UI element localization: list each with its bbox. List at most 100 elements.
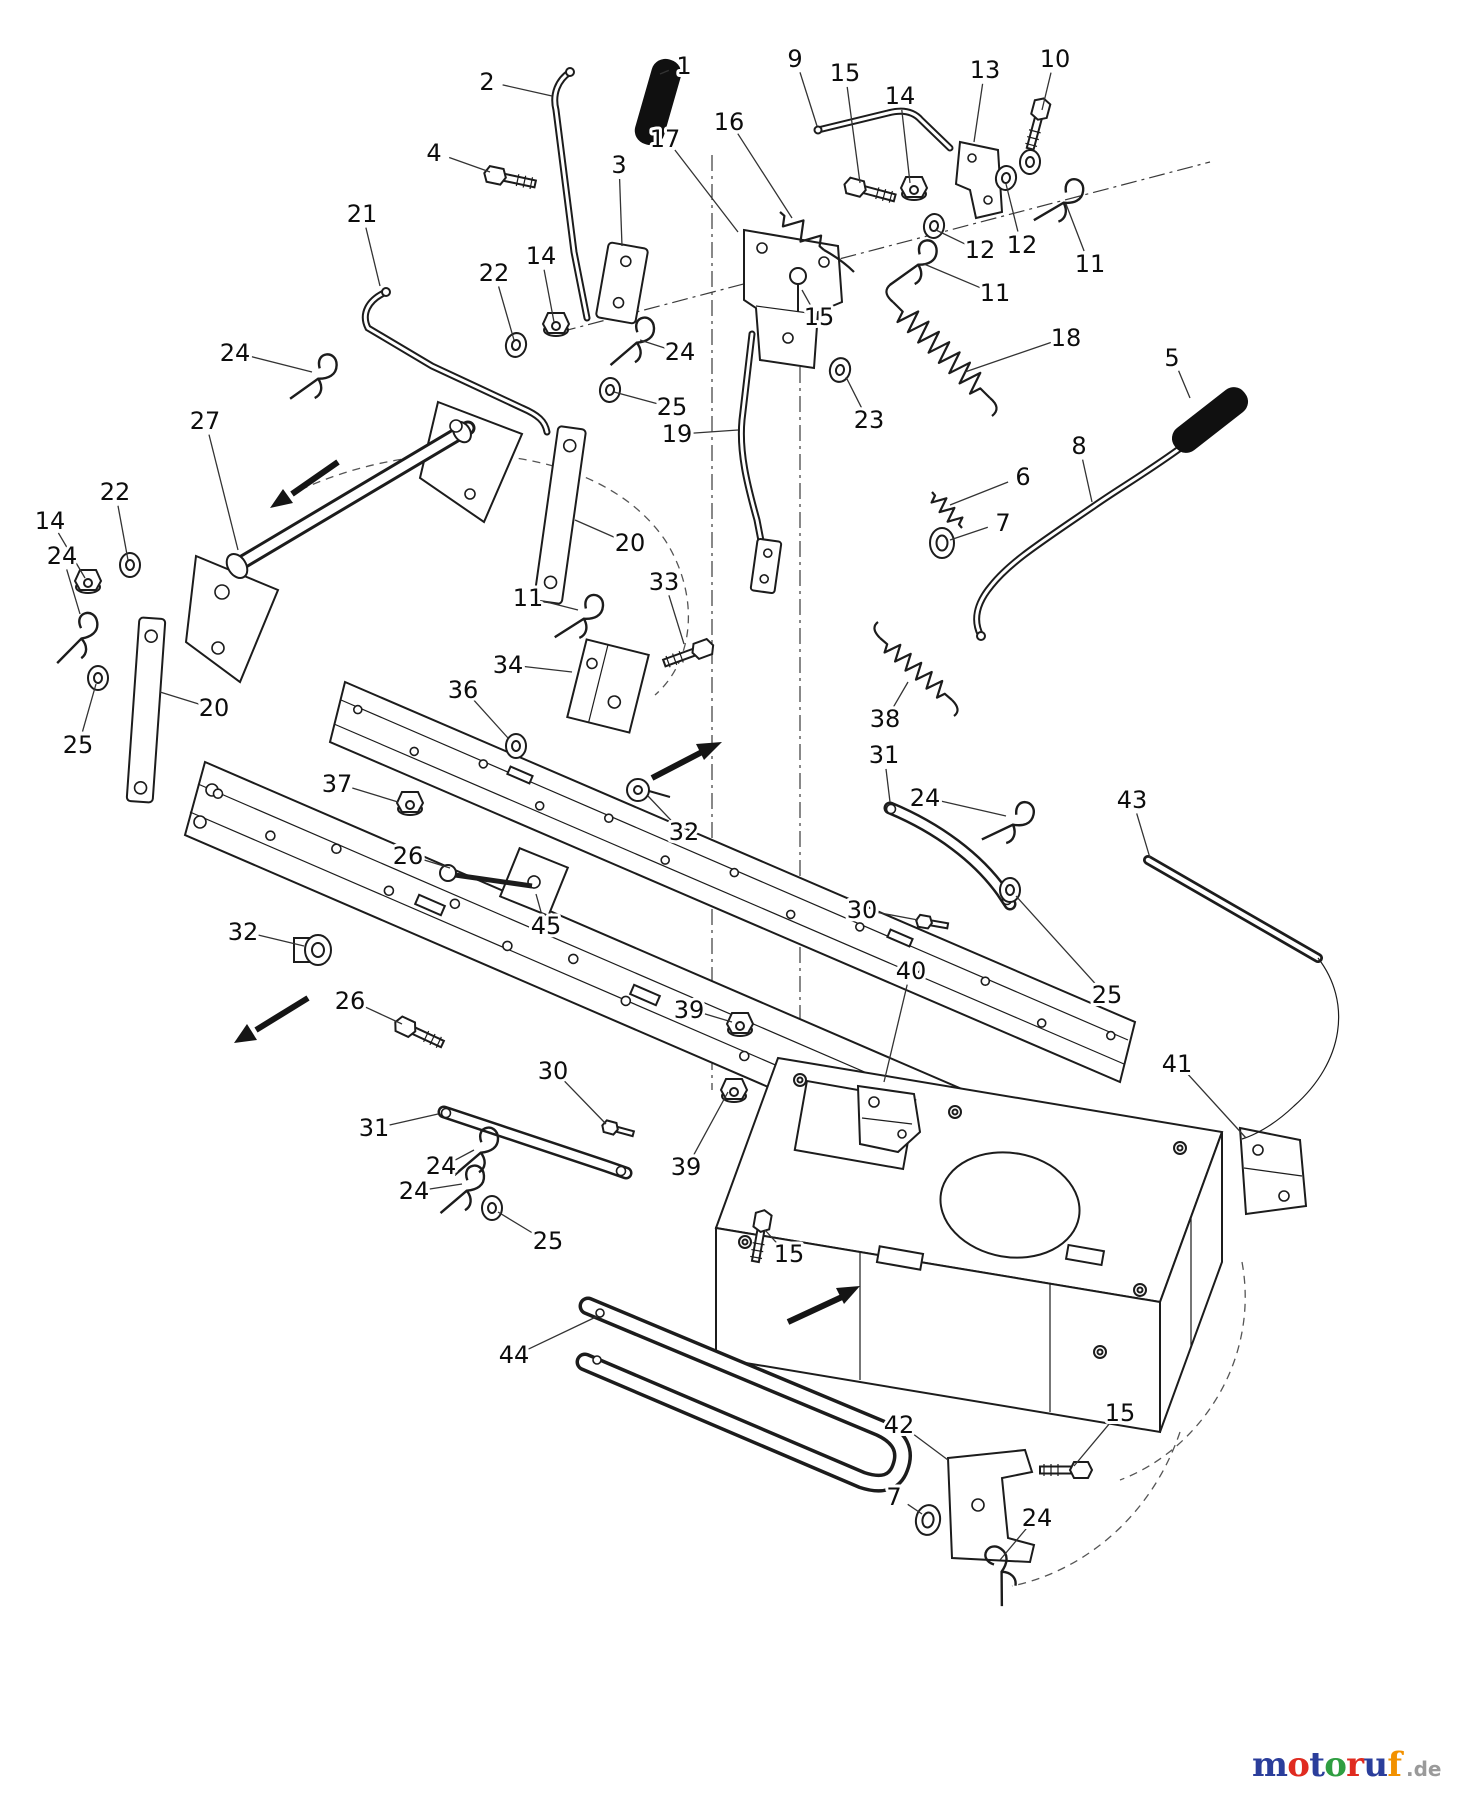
callout-leader-line [737, 133, 793, 219]
part-callout-24: 24 [399, 1177, 430, 1205]
part-callout-15: 15 [774, 1240, 805, 1268]
part-callout-39: 39 [671, 1153, 702, 1181]
callout-leader-line [497, 286, 515, 341]
callout-leader-line [1187, 1073, 1247, 1139]
rod-9 [813, 107, 954, 152]
callout-leader-line [693, 1091, 729, 1156]
part-callout-18: 18 [1051, 324, 1082, 352]
part-callout-11: 11 [513, 584, 544, 612]
part-callout-20: 20 [199, 694, 230, 722]
part-callout-27: 27 [190, 407, 221, 435]
callout-leader-line [423, 859, 451, 869]
hex-bolt-33 [660, 636, 717, 672]
part-callout-24: 24 [47, 542, 78, 570]
callout-leader-line [1015, 895, 1097, 986]
callout-leader-line [1136, 813, 1151, 859]
callout-leader-line [901, 109, 911, 184]
part-callout-34: 34 [493, 651, 524, 679]
part-callout-26: 26 [393, 842, 424, 870]
rod-43 [1143, 855, 1340, 1140]
part-callout-19: 19 [662, 420, 693, 448]
part-callout-32: 32 [228, 918, 259, 946]
callout-leader-line [352, 787, 399, 803]
part-callout-6: 6 [1015, 463, 1030, 491]
shoulder-bolt-32 [626, 778, 671, 802]
callout-leader-line [799, 72, 818, 127]
lift-shaft-assembly-27 [184, 400, 524, 684]
callout-leader-line [846, 86, 861, 184]
cotter-pin-11 [888, 232, 942, 299]
extension-springs [779, 211, 998, 717]
callout-leader-line [429, 1183, 463, 1190]
part-callout-17: 17 [650, 125, 681, 153]
watermark-letter: o [1287, 1745, 1310, 1785]
hairpin-cotter-24 [980, 791, 1040, 858]
callout-leader-line [159, 691, 199, 705]
link-arm-31 [437, 1105, 633, 1180]
part-callout-11: 11 [1075, 250, 1106, 278]
part-callout-22: 22 [479, 259, 510, 287]
watermark-letter: m [1252, 1745, 1288, 1785]
callout-leader-line [704, 1013, 733, 1023]
part-callout-24: 24 [426, 1152, 457, 1180]
callout-leader-line [1005, 183, 1019, 232]
part-callout-30: 30 [538, 1057, 569, 1085]
callout-leader-line [473, 699, 509, 739]
part-callout-8: 8 [1071, 432, 1086, 460]
callout-leader-line [845, 376, 863, 408]
part-callout-20: 20 [615, 529, 646, 557]
bolt-30 [599, 1118, 636, 1141]
callout-leader-line [999, 1528, 1027, 1561]
callout-leader-line [883, 984, 908, 1083]
callout-leader-line [1081, 459, 1093, 503]
rail-hole [534, 800, 545, 811]
bracket-40 [856, 1084, 922, 1154]
part-callout-33: 33 [649, 568, 680, 596]
callout-leader-line [535, 893, 542, 913]
washer-23 [826, 354, 854, 386]
plate-3 [595, 241, 649, 325]
callout-leader-line [81, 683, 97, 732]
callout-leader-line [365, 227, 381, 287]
callout-leader-line [911, 1432, 949, 1461]
rail-hole [265, 830, 276, 842]
washer-22 [502, 330, 530, 360]
callout-leader-line [528, 1315, 599, 1350]
part-callout-14: 14 [35, 507, 66, 535]
callout-leader-line [949, 526, 989, 541]
hex-bolt-15 [1039, 1461, 1093, 1479]
u-bracket-44 [575, 1296, 912, 1493]
callout-leader-line [563, 1080, 607, 1125]
lift-handle-rod-2 [551, 67, 591, 322]
rail-hole [911, 963, 922, 974]
callout-leader-line [258, 934, 305, 947]
callout-leader-line [949, 481, 1009, 506]
part-callout-25: 25 [657, 393, 688, 421]
part-callout-1: 1 [676, 52, 691, 80]
rail-hole [1036, 1018, 1047, 1028]
hairpin-cotter-24 [55, 607, 102, 672]
part-callout-24: 24 [220, 339, 251, 367]
rail-hole [212, 788, 224, 800]
callout-leader-line [497, 1211, 535, 1235]
washer-12 [921, 211, 947, 241]
link-arm-31 [883, 801, 1017, 911]
part-callout-25: 25 [63, 731, 94, 759]
callout-leader-line [801, 289, 812, 306]
part-callout-15: 15 [830, 59, 861, 87]
spacer-bushing-32 [293, 934, 332, 966]
deck-bolt [793, 1073, 807, 1087]
callout-leader-line [885, 768, 891, 803]
rail-hole [1106, 1030, 1116, 1041]
rail-hole [502, 940, 513, 952]
callout-leader-line [907, 1503, 923, 1515]
callout-leader-line [448, 156, 491, 173]
part-callout-40: 40 [896, 957, 927, 985]
callout-leader-line [1065, 203, 1085, 252]
callout-leader-line [543, 269, 555, 323]
grommet-7 [912, 1502, 944, 1538]
part-callout-21: 21 [347, 200, 378, 228]
callout-leader-line [659, 69, 670, 75]
direction-arrows [234, 459, 860, 1325]
